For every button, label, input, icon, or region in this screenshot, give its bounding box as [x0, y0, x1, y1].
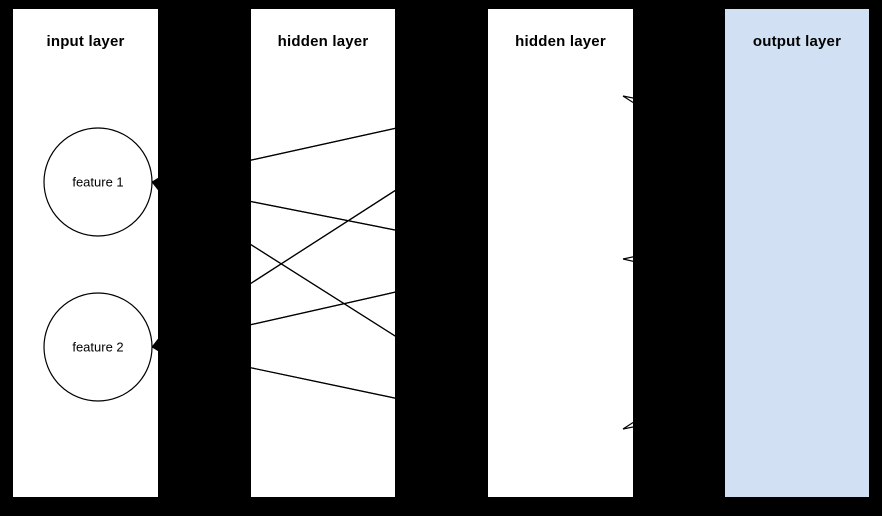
- connection-edge: [251, 243, 395, 337]
- hidden-layer-1-graphics: neuronneuronneuron: [251, 127, 395, 399]
- connection-edge: [151, 345, 158, 348]
- connection-edge: [251, 367, 395, 399]
- layer-panel-input[interactable]: input layer feature 1 feature 2: [13, 9, 158, 497]
- connection-edge: [622, 95, 633, 99]
- output-layer-graphics: output: [725, 9, 869, 497]
- connection-edge: [622, 95, 633, 104]
- node-label: feature 1: [72, 175, 123, 190]
- connection-edge: [151, 346, 158, 349]
- connection-edge: [150, 345, 158, 354]
- hidden-layer-1-edges: [251, 127, 395, 399]
- hidden-layer-2-edges: [622, 95, 633, 430]
- input-layer-nodes[interactable]: feature 1 feature 2: [43, 127, 153, 402]
- connection-edge: [622, 426, 633, 430]
- connection-edge: [150, 340, 158, 349]
- hidden-layer-2-graphics: neuronneuron: [622, 95, 633, 430]
- connection-edge: [622, 256, 633, 260]
- connection-edge: [151, 180, 158, 183]
- layer-panel-hidden-2[interactable]: hidden layer neuronneuron: [488, 9, 633, 497]
- connection-edge: [251, 189, 395, 284]
- connection-edge: [622, 258, 633, 262]
- connection-edge: [150, 337, 158, 348]
- connection-edge: [150, 175, 158, 184]
- connection-edge: [151, 181, 158, 184]
- panel-title-output-layer: output layer: [752, 33, 842, 50]
- connection-edge: [251, 367, 395, 399]
- panel-title-hidden-layer-2: hidden layer: [515, 33, 606, 50]
- connection-edge: [251, 200, 395, 231]
- connection-edge: [622, 421, 633, 430]
- connection-edge: [251, 243, 395, 337]
- connection-edge: [150, 181, 158, 192]
- node-input-layer-2[interactable]: feature 2: [43, 292, 153, 402]
- connection-edge: [251, 127, 395, 161]
- connection-edge: [151, 342, 158, 348]
- panel-title-hidden-layer-1: hidden layer: [277, 33, 369, 50]
- connection-edge: [150, 179, 158, 189]
- connection-edge: [251, 200, 395, 231]
- connection-edge: [251, 291, 395, 326]
- connection-edge: [251, 127, 395, 161]
- input-layer-edges: [150, 175, 158, 354]
- node-label: feature 2: [72, 340, 123, 355]
- connection-edge: [151, 181, 158, 187]
- layer-panel-hidden-1[interactable]: hidden layer neuronneuronneuron: [251, 9, 395, 497]
- layer-panel-output[interactable]: output layer output: [725, 9, 869, 497]
- node-input-layer-1[interactable]: feature 1: [43, 127, 153, 237]
- input-layer-graphics: feature 1 feature 2: [43, 127, 158, 402]
- connection-edge: [251, 291, 395, 326]
- panel-title-input-layer: input layer: [46, 33, 125, 50]
